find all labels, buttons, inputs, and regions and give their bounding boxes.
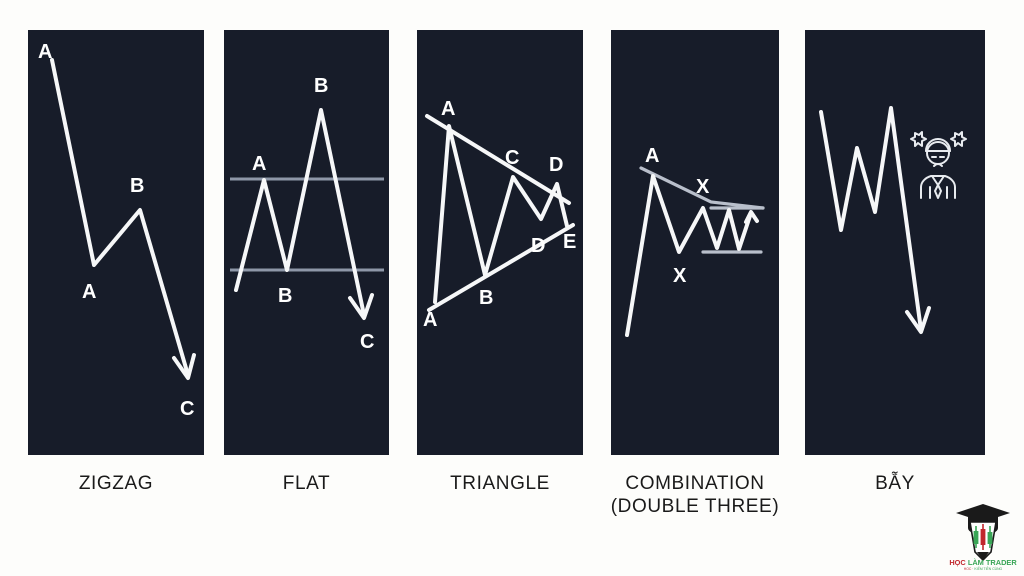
caption-zigzag-line1: ZIGZAG <box>78 473 154 494</box>
caption-combination-line2: (DOUBLE THREE) <box>610 496 780 517</box>
pencil-tip <box>977 552 989 560</box>
label-b-low: B <box>278 285 292 307</box>
logo-wordmark: HỌC LÀM TRADER <box>949 558 1017 567</box>
stress-burst-right <box>950 131 967 147</box>
logo-graphic: HỌC LÀM TRADER HỌC · KIẾM TIỀN CÙNG <box>949 504 1017 570</box>
zigzag-path <box>50 58 190 377</box>
label-e: E <box>563 231 576 253</box>
label-x-top: X <box>696 176 710 198</box>
combination-chart: A X X <box>625 145 765 337</box>
label-a: A <box>645 145 659 167</box>
panel-bay <box>805 30 985 455</box>
hoc-lam-trader-logo: HỌC LÀM TRADER HỌC · KIẾM TIỀN CÙNG <box>948 498 1018 570</box>
caption-bay-line1: BẪY <box>875 473 915 494</box>
label-a-top: A <box>441 98 455 120</box>
bay-arrowhead <box>905 306 931 334</box>
label-d-top: D <box>549 154 563 176</box>
bay-path <box>819 106 923 332</box>
flat-chart: A B B C <box>230 75 384 353</box>
zigzag-chart: A A B C <box>38 41 196 420</box>
caption-bay: BẪY <box>805 472 985 495</box>
descending-trendline <box>639 166 765 210</box>
caption-flat-line1: FLAT <box>282 473 331 494</box>
label-d-bottom: D <box>531 235 545 257</box>
caption-combination-line1: COMBINATION <box>625 473 765 494</box>
flat-path <box>234 108 366 317</box>
label-a: A <box>252 153 266 175</box>
stress-burst-left <box>910 131 927 147</box>
triangle-path <box>433 124 569 304</box>
label-a-low: A <box>82 281 96 303</box>
panel-zigzag: A A B C <box>28 30 204 455</box>
triangle-chart: A A B C D D E <box>423 98 576 331</box>
caption-zigzag: ZIGZAG <box>28 472 204 495</box>
logo-subtitle: HỌC · KIẾM TIỀN CÙNG <box>964 566 1003 570</box>
stressed-trader-icon <box>910 131 967 199</box>
flat-arrowhead <box>348 293 374 320</box>
caption-triangle-line1: TRIANGLE <box>450 473 550 494</box>
caption-triangle: TRIANGLE <box>417 472 583 495</box>
label-b: B <box>130 175 144 197</box>
lower-trendline <box>427 223 575 312</box>
bay-chart <box>819 106 967 334</box>
label-c: C <box>505 147 519 169</box>
combination-arrowhead <box>744 210 759 224</box>
label-a-high: A <box>38 41 52 63</box>
panel-combination: A X X <box>611 30 779 455</box>
label-x-bottom: X <box>673 265 687 287</box>
label-b-high: B <box>314 75 328 97</box>
candlestick-group <box>973 524 993 550</box>
combination-path <box>625 174 753 337</box>
label-b: B <box>479 287 493 309</box>
label-c: C <box>360 331 374 353</box>
caption-combination: COMBINATION (DOUBLE THREE) <box>603 472 787 518</box>
label-c: C <box>180 398 194 420</box>
panel-flat: A B B C <box>224 30 389 455</box>
label-a-bottom: A <box>423 309 437 331</box>
panel-triangle: A A B C D D E <box>417 30 583 455</box>
caption-flat: FLAT <box>224 472 389 495</box>
zigzag-arrowhead <box>172 353 196 380</box>
